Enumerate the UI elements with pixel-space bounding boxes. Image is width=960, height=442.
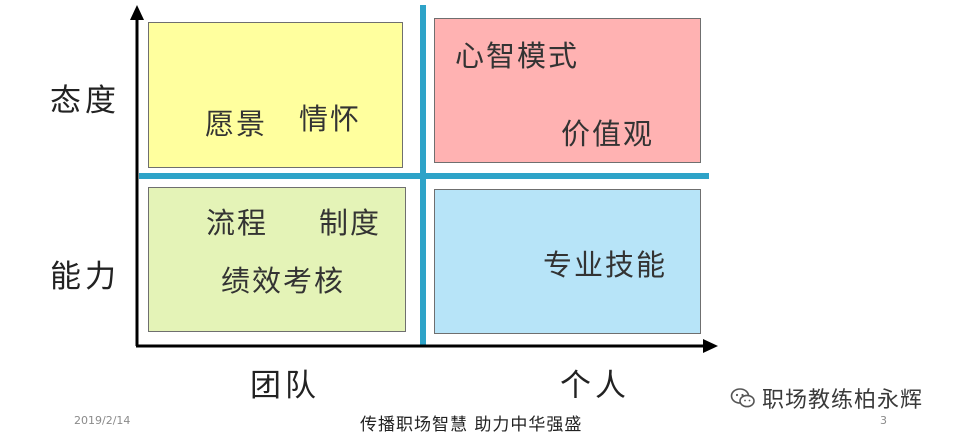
wechat-icon bbox=[730, 388, 755, 408]
quadrant-team-ability: 流程 制度 绩效考核 bbox=[148, 187, 406, 332]
page-number: 3 bbox=[880, 414, 887, 427]
footer-slogan: 传播职场智慧 助力中华强盛 bbox=[360, 415, 583, 435]
quadrant-text: 情怀 bbox=[299, 102, 362, 136]
y-label-ability: 能力 bbox=[50, 259, 120, 295]
watermark-text: 职场教练柏永辉 bbox=[762, 388, 924, 413]
x-label-team: 团队 bbox=[250, 368, 320, 404]
quadrant-individual-ability: 专业技能 bbox=[434, 189, 701, 334]
quadrant-text: 愿景 bbox=[205, 107, 268, 141]
footer-date: 2019/2/14 bbox=[74, 414, 131, 427]
watermark: 职场教练柏永辉 bbox=[730, 382, 923, 414]
quadrant-individual-attitude: 心智模式 价值观 bbox=[434, 18, 701, 163]
quadrant-text: 绩效考核 bbox=[221, 264, 346, 298]
quadrant-text: 心智模式 bbox=[455, 39, 580, 73]
quadrant-text: 价值观 bbox=[561, 117, 655, 151]
horizontal-divider bbox=[139, 173, 709, 179]
x-label-individual: 个人 bbox=[560, 368, 630, 404]
quadrant-team-attitude: 愿景 情怀 bbox=[148, 22, 403, 168]
quadrant-text: 流程 bbox=[206, 206, 269, 240]
quadrant-text: 制度 bbox=[319, 206, 382, 240]
quadrant-text: 专业技能 bbox=[543, 248, 668, 282]
y-axis-arrow bbox=[130, 5, 144, 20]
x-axis-arrow bbox=[703, 339, 718, 353]
y-label-attitude: 态度 bbox=[50, 83, 120, 119]
